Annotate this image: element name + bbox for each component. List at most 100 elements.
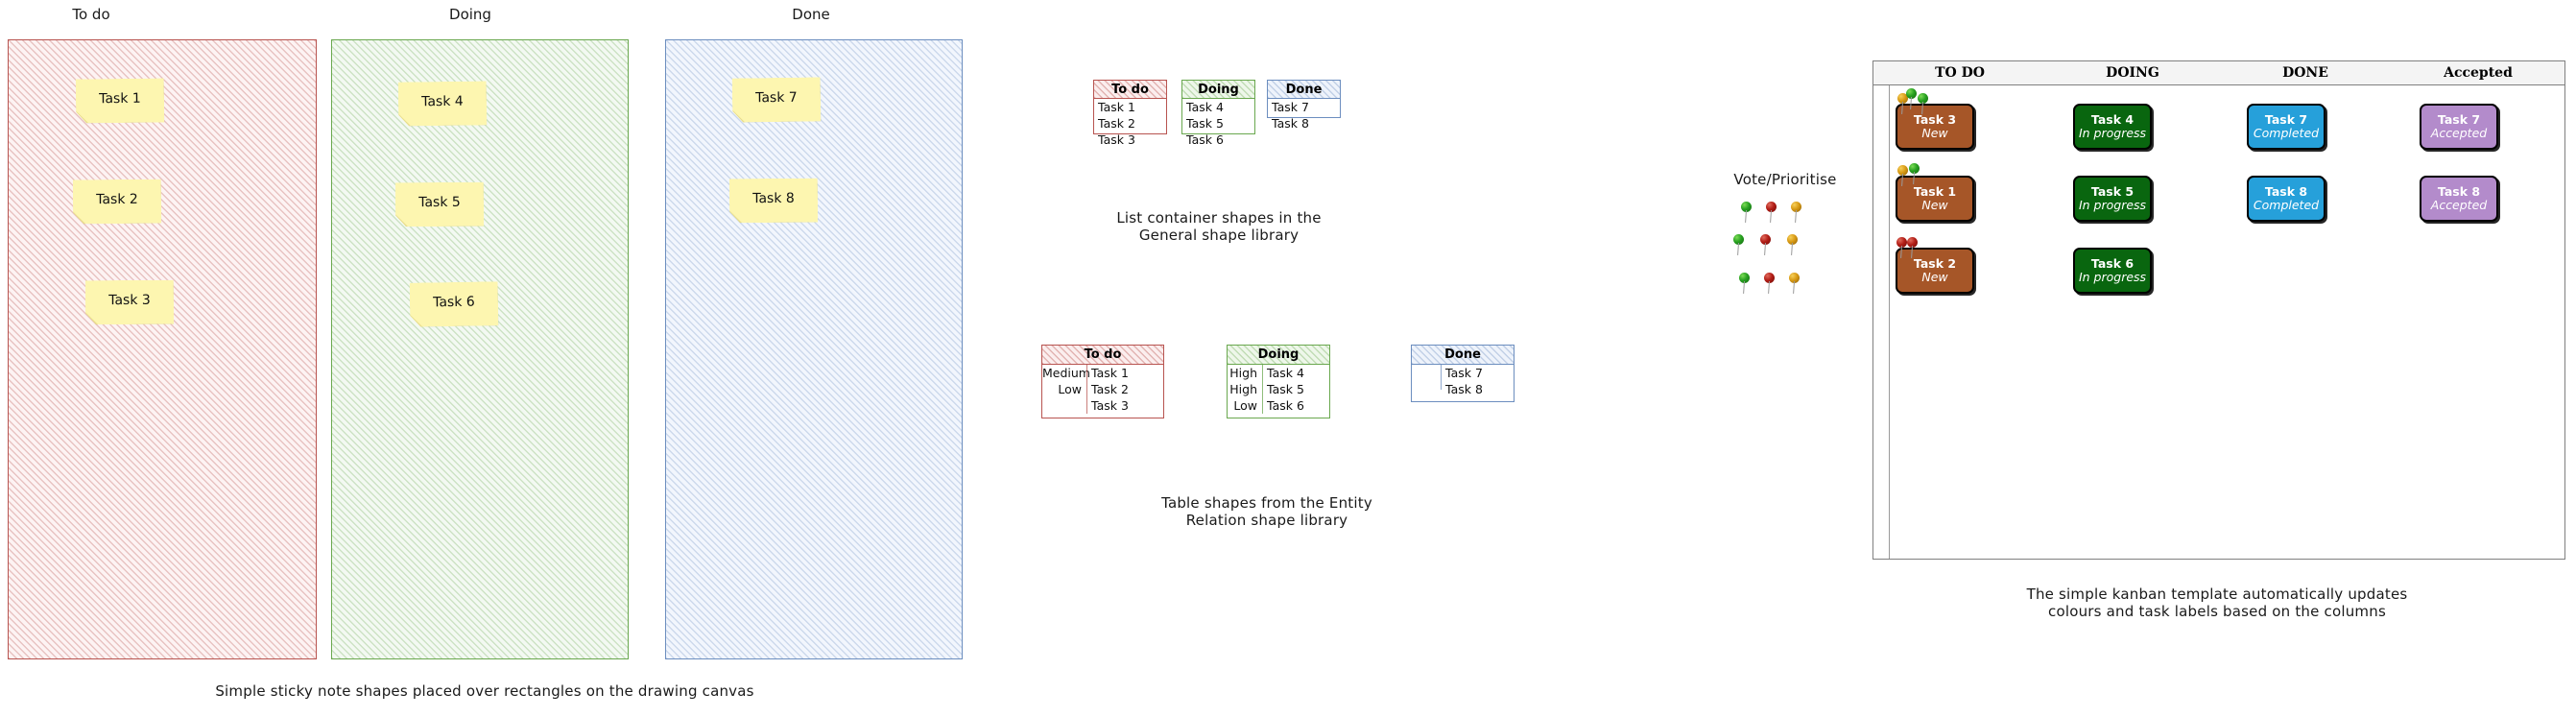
sticky-note[interactable]: Task 6	[410, 281, 499, 326]
card-pin-red[interactable]	[1896, 237, 1907, 259]
table-row[interactable]: High Task 4	[1228, 365, 1329, 381]
kanban-card[interactable]: Task 3 New	[1896, 104, 1974, 150]
column-divider	[1262, 365, 1263, 414]
vote-pin-green[interactable]	[1741, 202, 1752, 224]
list-item[interactable]: Task 8	[1272, 116, 1309, 131]
sticky-note[interactable]: Task 7	[732, 77, 822, 122]
kanban-card[interactable]: Task 8 Accepted	[2420, 176, 2498, 222]
card-title: Task 7	[2264, 112, 2308, 127]
sticky-note[interactable]: Task 2	[73, 179, 161, 225]
list-item[interactable]: Task 4	[1186, 100, 1224, 114]
kanban-card[interactable]: Task 7 Accepted	[2420, 104, 2498, 150]
card-title: Task 8	[2264, 184, 2308, 199]
sticky-note[interactable]: Task 4	[398, 81, 488, 126]
kanban-card[interactable]: Task 6 In progress	[2073, 248, 2152, 294]
table-row[interactable]: High Task 5	[1228, 381, 1329, 397]
list-container-done[interactable]: Done Task 7 Task 8	[1267, 80, 1341, 131]
table-row[interactable]: Medium Task 1	[1042, 365, 1163, 381]
priority-cell: High	[1229, 382, 1257, 396]
card-pin-green[interactable]	[1906, 88, 1917, 110]
list-item[interactable]: Task 3	[1098, 132, 1135, 147]
sticky-panel-caption: Simple sticky note shapes placed over re…	[215, 682, 754, 700]
vote-pin-red[interactable]	[1760, 234, 1771, 256]
er-table-title: To do	[1084, 347, 1122, 362]
table-row[interactable]: Low Task 6	[1228, 397, 1329, 414]
card-status: Completed	[2253, 126, 2320, 140]
header-hatch	[1182, 81, 1254, 98]
card-pin-red[interactable]	[1907, 237, 1918, 259]
kanban-card[interactable]: Task 1 New	[1896, 176, 1974, 222]
sticky-note[interactable]: Task 5	[395, 182, 484, 227]
task-cell: Task 8	[1445, 382, 1483, 396]
pin-head-icon	[1906, 88, 1917, 99]
swimlane-doing[interactable]	[331, 39, 629, 659]
sticky-note[interactable]: Task 8	[729, 179, 818, 224]
list-container-header: To do	[1094, 81, 1166, 99]
table-row[interactable]: Task 7	[1412, 365, 1514, 381]
card-status: In progress	[2078, 198, 2147, 212]
kanban-card[interactable]: Task 7 Completed	[2247, 104, 2326, 150]
vote-pin-green[interactable]	[1739, 273, 1750, 295]
pin-head-icon	[1897, 93, 1908, 104]
kanban-header-doing: DOING	[2106, 65, 2159, 81]
list-container-title: Done	[1285, 82, 1323, 97]
er-table-body: Medium Task 1 Low Task 2 Task 3	[1042, 365, 1163, 414]
card-title: Task 6	[2090, 256, 2135, 271]
list-item[interactable]: Task 7	[1272, 100, 1309, 114]
kanban-board[interactable]: TO DO DOING DONE Accepted Task 3 New Tas…	[1872, 60, 2565, 560]
kanban-card[interactable]: Task 2 New	[1896, 248, 1974, 294]
pin-head-icon	[1791, 202, 1801, 212]
sticky-note-label: Task 6	[433, 294, 475, 311]
vote-pin-green[interactable]	[1733, 234, 1744, 256]
swimlane-hatch	[666, 40, 962, 658]
vote-pin-amber[interactable]	[1787, 234, 1798, 256]
list-container-title: To do	[1111, 82, 1149, 97]
swimlane-todo[interactable]	[8, 39, 317, 659]
pin-needle-icon	[1911, 245, 1914, 259]
kanban-header-accepted: Accepted	[2444, 65, 2513, 81]
sticky-note-label: Task 5	[418, 194, 461, 211]
table-row[interactable]: Task 8	[1412, 381, 1514, 397]
sticky-note-label: Task 7	[755, 89, 798, 107]
vote-pin-amber[interactable]	[1789, 273, 1800, 295]
pin-needle-icon	[1793, 280, 1796, 295]
card-pin-amber[interactable]	[1897, 93, 1908, 115]
er-table-doing[interactable]: Doing High Task 4 High Task 5 Low Task 6	[1227, 345, 1330, 418]
kanban-card[interactable]: Task 5 In progress	[2073, 176, 2152, 222]
swimlane-done[interactable]	[665, 39, 963, 659]
vote-pin-amber[interactable]	[1791, 202, 1801, 224]
sticky-note[interactable]: Task 3	[85, 280, 174, 324]
list-item[interactable]: Task 5	[1186, 116, 1224, 131]
list-item[interactable]: Task 2	[1098, 116, 1135, 131]
er-table-body: High Task 4 High Task 5 Low Task 6	[1228, 365, 1329, 414]
pin-needle-icon	[1921, 101, 1924, 115]
task-cell: Task 6	[1267, 398, 1304, 413]
vote-pin-red[interactable]	[1764, 273, 1775, 295]
vote-pin-red[interactable]	[1766, 202, 1777, 224]
list-item[interactable]: Task 1	[1098, 100, 1135, 114]
card-pin-green[interactable]	[1918, 93, 1928, 115]
kanban-card[interactable]: Task 8 Completed	[2247, 176, 2326, 222]
sticky-note-label: Task 8	[752, 190, 795, 207]
card-pin-amber[interactable]	[1897, 165, 1908, 187]
sticky-note-label: Task 4	[421, 93, 464, 110]
er-table-todo[interactable]: To do Medium Task 1 Low Task 2 Task 3	[1041, 345, 1164, 418]
sticky-note-label: Task 2	[96, 191, 138, 208]
swimlane-hatch	[9, 40, 316, 658]
card-status: New	[1921, 126, 1948, 140]
pin-needle-icon	[1768, 280, 1771, 295]
er-table-done[interactable]: Done Task 7 Task 8	[1411, 345, 1515, 402]
task-cell: Task 7	[1445, 366, 1483, 380]
list-container-doing[interactable]: Doing Task 4 Task 5 Task 6	[1181, 80, 1255, 147]
table-row[interactable]: Low Task 2	[1042, 381, 1163, 397]
card-title: Task 2	[1913, 256, 1957, 271]
list-item[interactable]: Task 6	[1186, 132, 1224, 147]
sticky-note[interactable]: Task 1	[76, 79, 164, 124]
pin-needle-icon	[1764, 242, 1767, 256]
table-row[interactable]: Task 3	[1042, 397, 1163, 414]
kanban-card[interactable]: Task 4 In progress	[2073, 104, 2152, 150]
pin-head-icon	[1741, 202, 1752, 212]
list-container-todo[interactable]: To do Task 1 Task 2 Task 3	[1093, 80, 1167, 147]
card-pin-green[interactable]	[1909, 163, 1920, 185]
pin-needle-icon	[1745, 209, 1748, 224]
